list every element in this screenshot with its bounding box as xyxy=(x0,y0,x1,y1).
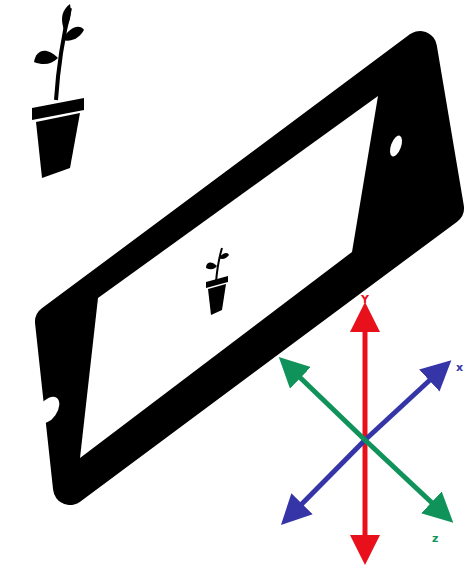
y-axis-label: Y xyxy=(361,294,369,305)
screen-plant xyxy=(206,248,229,315)
plant-pot xyxy=(32,4,84,178)
z-axis-label: z xyxy=(432,533,438,544)
phone xyxy=(32,48,447,488)
x-axis-label: x xyxy=(456,362,463,373)
axes xyxy=(286,312,446,555)
